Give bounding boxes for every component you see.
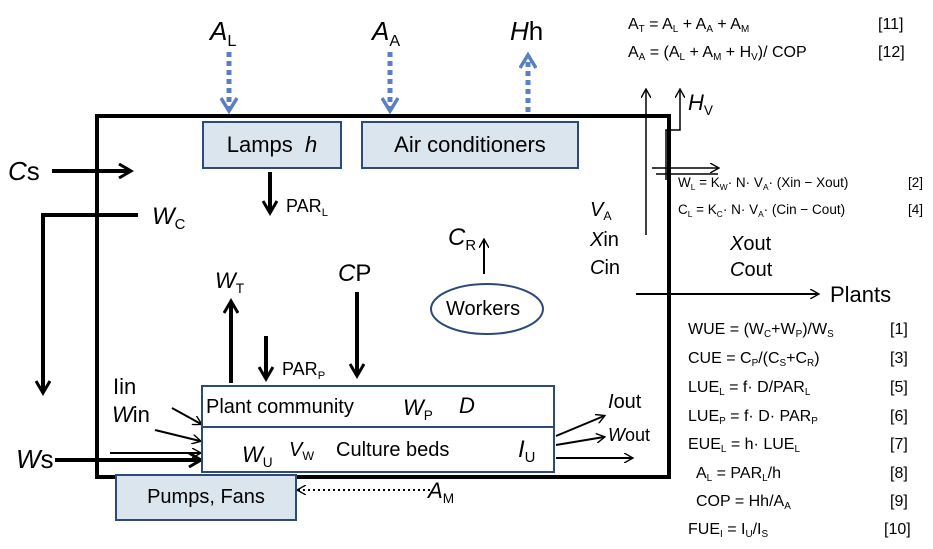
equation-number-8: [6] (890, 408, 908, 425)
label-xin: Xin (590, 229, 619, 251)
iin-arrow (171, 407, 201, 424)
label-cout: Cout (730, 259, 773, 281)
equation-2: AA = (AL + AM + HV)/ COP (628, 44, 807, 64)
lamps-var: h (305, 132, 318, 157)
equation-8: LUEP = f· D· PARP (688, 408, 818, 428)
label-iout: Iout (608, 391, 642, 413)
equation-7: LUEL = f· D/PARL (688, 379, 811, 399)
workers-label: Workers (446, 298, 521, 320)
equation-number-1: [11] (878, 16, 904, 33)
culture-beds-label: Culture beds (336, 439, 450, 461)
equation-number-4: [4] (908, 202, 924, 217)
label-ws: Ws (16, 444, 54, 474)
pumps-box: Pumps, Fans (115, 474, 297, 521)
label-d: D (459, 393, 475, 418)
label-vw: VW (289, 439, 315, 464)
label-cin: Cin (590, 257, 621, 279)
win-arrow (154, 429, 200, 441)
equation-number-2: [12] (878, 44, 905, 61)
label-va: VA (590, 199, 612, 224)
label-win: Win (112, 402, 150, 427)
chamber-outline (95, 114, 671, 479)
lamps-label: Lamps (226, 132, 293, 157)
label-hh: Hh (510, 16, 544, 46)
label-xout: Xout (730, 233, 772, 255)
label-wout: Wout (608, 425, 651, 445)
label-hv: HV (688, 90, 713, 118)
label-iin: Iin (113, 374, 137, 399)
equation-10: AL = PARL/h (696, 465, 781, 485)
label-wc: WC (152, 203, 186, 234)
hv-arrow (665, 90, 680, 180)
label-cr: CR (448, 224, 477, 255)
lamps-box: Lamps h (202, 121, 342, 169)
label-parl: PARL (286, 196, 328, 219)
label-iu: IU (518, 436, 536, 467)
equation-1: AT = AL + AA + AM (628, 16, 750, 36)
label-wp: WP (403, 395, 433, 423)
workers-ellipse (430, 283, 544, 335)
equation-number-6: [3] (890, 350, 908, 367)
pumps-label: Pumps, Fans (147, 486, 265, 508)
aircon-box: Air conditioners (361, 121, 579, 169)
equation-number-12: [10] (884, 521, 911, 538)
equation-number-7: [5] (890, 379, 908, 396)
equation-number-11: [9] (890, 493, 908, 510)
label-wt: WT (215, 268, 245, 296)
label-parp: PARP (282, 359, 326, 382)
equation-9: EUEL = h· LUEL (688, 436, 800, 456)
equation-6: CUE = CP/(CS+CR) (688, 350, 820, 370)
equation-3: WL = KW· N· VA· (Xin − Xout) (678, 175, 849, 192)
equation-number-5: [1] (890, 321, 908, 338)
equation-number-10: [8] (890, 465, 908, 482)
equation-number-9: [7] (890, 436, 908, 453)
equation-number-3: [2] (908, 175, 924, 190)
equation-4: CL = KC· N· VA· (Cin − Cout) (678, 202, 846, 219)
label-cs: Cs (8, 156, 40, 186)
wout-arrow (555, 437, 604, 446)
wc-arrow (43, 213, 138, 392)
plants-label: Plants (830, 282, 892, 307)
equation-5: WUE = (WC+WP)/WS (688, 321, 834, 341)
label-wu: WU (242, 442, 273, 470)
label-al: AL (210, 16, 237, 50)
equation-11: COP = Hh/AA (696, 493, 791, 513)
label-am: AM (428, 478, 455, 506)
plant-community-label: Plant community (206, 396, 354, 418)
aircon-label: Air conditioners (394, 132, 546, 157)
plant-culture-box (201, 385, 555, 473)
label-aa: AA (372, 16, 401, 50)
equation-12: FUEI = IU/IS (688, 521, 769, 541)
label-cp: CP (338, 260, 372, 287)
iout-arrow (555, 416, 604, 437)
